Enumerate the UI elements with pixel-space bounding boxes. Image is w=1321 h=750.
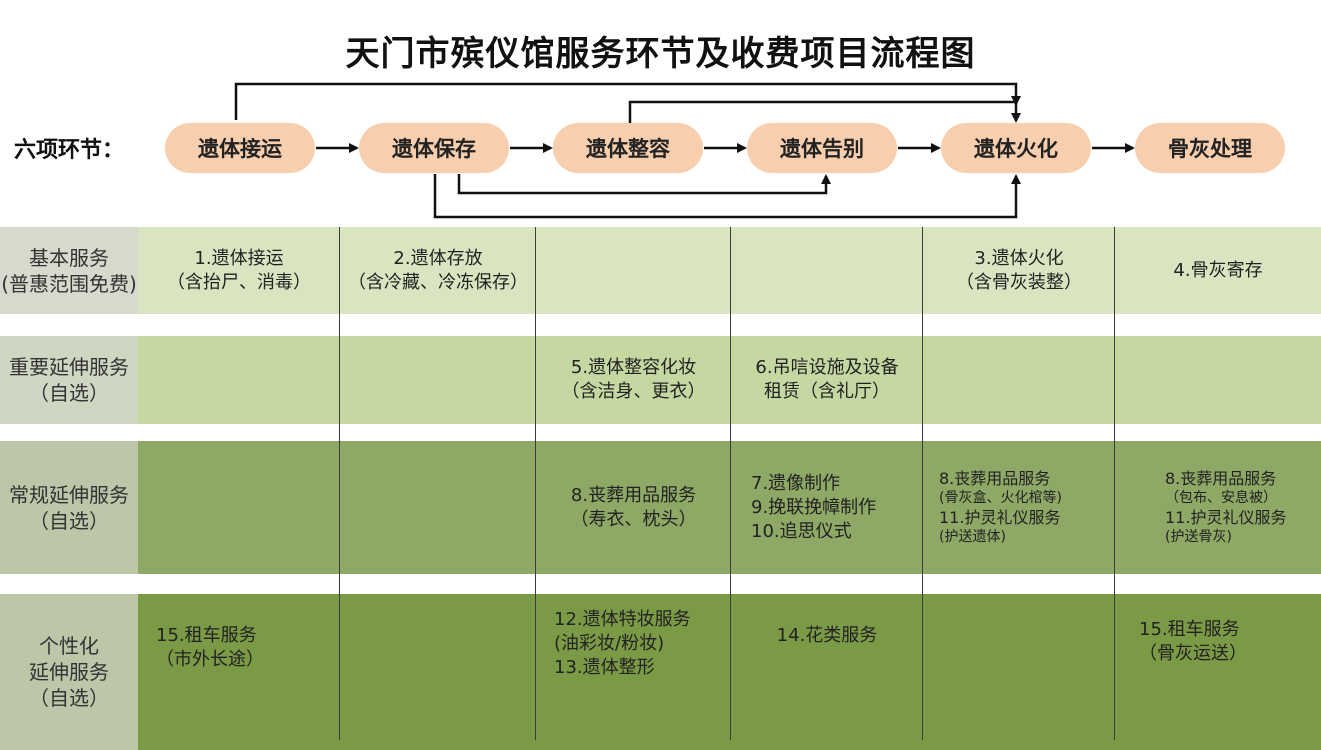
service-cell: [138, 336, 340, 424]
service-text: 租赁（含礼厅）: [764, 381, 890, 402]
column-divider: [922, 227, 923, 740]
service-text: 6.吊唁设施及设备: [755, 357, 899, 378]
stage-label: 六项环节：: [14, 138, 125, 163]
column-divider: [339, 227, 340, 740]
service-cell: 1.遗体接运（含抬尸、消毒）: [138, 227, 340, 314]
service-text: 9.挽联挽幛制作: [751, 496, 877, 518]
service-cell: 5.遗体整容化妆 （含洁身、更衣）: [536, 336, 731, 424]
service-text: 12.遗体特妆服务: [554, 609, 691, 630]
service-text: （市外长途）: [156, 649, 264, 670]
service-cell: 14.花类服务: [731, 594, 923, 750]
service-cell: [923, 336, 1115, 424]
service-cell: [536, 227, 731, 314]
service-text: （含冷藏、冷冻保存）: [348, 271, 528, 293]
service-cell: 8.丧葬用品服务（寿衣、枕头）: [536, 441, 731, 574]
service-cell: 12.遗体特妆服务 (油彩妆/粉妆) 13.遗体整形: [536, 594, 731, 750]
stage-farewell: 遗体告别: [747, 123, 897, 173]
band-label: 常规延伸服务 （自选）: [0, 441, 138, 574]
service-text: （寿衣、枕头）: [570, 508, 697, 530]
service-cell: [731, 227, 923, 314]
service-text: 5.遗体整容化妆: [570, 357, 697, 378]
arrow-cosmetic-cremation: [628, 100, 1021, 123]
page-title: 天门市殡仪馆服务环节及收费项目流程图: [345, 34, 976, 74]
service-text: （含抬尸、消毒）: [167, 271, 311, 293]
service-text: 8.丧葬用品服务: [939, 468, 1051, 488]
service-text: 11.护灵礼仪服务: [1165, 507, 1287, 527]
band-basic: 基本服务 (普惠范围免费) 1.遗体接运（含抬尸、消毒） 2.遗体存放（含冷藏、…: [0, 227, 1321, 314]
service-text: （含洁身、更衣）: [561, 381, 706, 402]
service-text: 7.遗像制作: [751, 472, 841, 494]
band-label: 基本服务 (普惠范围免费): [0, 227, 138, 314]
service-text: 15.租车服务: [156, 625, 257, 646]
service-text: 8.丧葬用品服务: [570, 484, 697, 506]
service-text: 14.花类服务: [776, 625, 878, 646]
service-text: 4.骨灰寄存: [1173, 259, 1263, 281]
service-cell: [340, 594, 536, 750]
stage-storage: 遗体保存: [359, 123, 509, 173]
service-cell: 4.骨灰寄存: [1115, 227, 1321, 314]
service-text: (油彩妆/粉妆): [554, 633, 665, 654]
stage-cremation: 遗体火化: [941, 123, 1091, 173]
service-text: 8.丧葬用品服务: [1165, 468, 1277, 488]
flow-arrows: [234, 82, 1135, 219]
service-cell: [923, 594, 1115, 750]
band-label: 个性化 延伸服务 （自选）: [0, 594, 138, 750]
band-important: 重要延伸服务 （自选） 5.遗体整容化妆 （含洁身、更衣） 6.吊唁设施及设备租赁…: [0, 336, 1321, 424]
service-cell: [138, 441, 340, 574]
service-text: （骨灰运送）: [1139, 643, 1247, 664]
service-cell: 8.丧葬用品服务（包布、安息被）11.护灵礼仪服务(护送骨灰): [1115, 441, 1321, 574]
service-text: 15.租车服务: [1139, 619, 1240, 640]
stage-cosmetic: 遗体整容: [553, 123, 703, 173]
service-cell: 8.丧葬用品服务(骨灰盒、火化棺等)11.护灵礼仪服务(护送遗体): [923, 441, 1115, 574]
service-text: (护送骨灰): [1165, 528, 1232, 545]
service-text: 13.遗体整形: [554, 657, 655, 678]
service-text: （含骨灰装整）: [956, 271, 1082, 293]
service-text: (骨灰盒、火化棺等): [939, 489, 1062, 506]
service-cell: 6.吊唁设施及设备租赁（含礼厅）: [731, 336, 923, 424]
stage-ashes: 骨灰处理: [1135, 123, 1285, 173]
service-cell: [340, 441, 536, 574]
service-text: 11.护灵礼仪服务: [939, 507, 1061, 527]
service-cell: 2.遗体存放（含冷藏、冷冻保存）: [340, 227, 536, 314]
column-divider: [730, 227, 731, 740]
service-text: (护送遗体): [939, 528, 1006, 545]
service-cell: 15.租车服务 （市外长途）: [138, 594, 340, 750]
service-text: （包布、安息被）: [1165, 489, 1277, 506]
arrow-storage-cremation: [433, 174, 1021, 219]
service-cell: 3.遗体火化（含骨灰装整）: [923, 227, 1115, 314]
service-cell: [1115, 336, 1321, 424]
column-divider: [535, 227, 536, 740]
service-text: 2.遗体存放: [393, 247, 483, 269]
service-text: 3.遗体火化: [974, 247, 1064, 269]
arrow-transport-cremation: [234, 82, 1021, 120]
service-cell: 15.租车服务 （骨灰运送）: [1115, 594, 1321, 750]
band-personalized: 个性化 延伸服务 （自选） 15.租车服务 （市外长途） 12.遗体特妆服务 (油彩…: [0, 594, 1321, 750]
column-divider: [1114, 227, 1115, 740]
service-text: 10.追思仪式: [751, 520, 852, 542]
stage-transport: 遗体接运: [165, 123, 315, 173]
band-label: 重要延伸服务 （自选）: [0, 336, 138, 424]
arrow-storage-farewell: [457, 174, 831, 195]
service-cell: [340, 336, 536, 424]
service-text: 1.遗体接运: [194, 247, 284, 269]
